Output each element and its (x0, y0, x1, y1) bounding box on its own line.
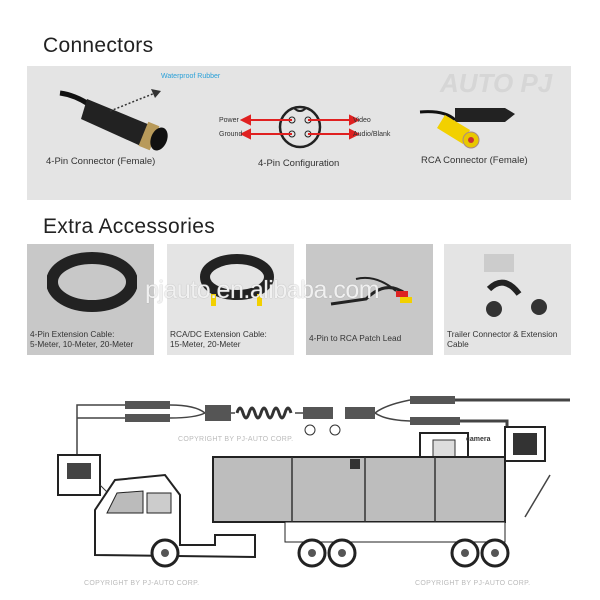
camera-label: camera (466, 436, 491, 443)
rca-connector-label: RCA Connector (Female) (421, 155, 528, 166)
trailer-connector-image (484, 254, 547, 317)
pin-audio-label: Audio/Blank (353, 131, 391, 138)
accessory-tile-4pin-extension: 4-Pin Extension Cable:5-Meter, 10-Meter,… (27, 244, 154, 355)
pin-configuration-diagram (240, 105, 360, 149)
accessory-caption: 4-Pin to RCA Patch Lead (309, 333, 402, 343)
copyright-watermark: COPYRIGHT BY PJ-AUTO CORP. (84, 580, 200, 587)
truck-wiring-diagram (57, 396, 570, 568)
pin-configuration-label: 4-Pin Configuration (258, 158, 340, 169)
accessory-caption: 4-Pin Extension Cable:5-Meter, 10-Meter,… (30, 329, 134, 349)
patch-lead-image (330, 276, 412, 306)
waterproof-rubber-label: Waterproof Rubber (161, 73, 221, 80)
site-watermark: pjauto.en.alibaba.com (145, 276, 380, 304)
copyright-watermark: COPYRIGHT BY PJ-AUTO CORP. (178, 436, 294, 443)
accessory-tile-rca-dc-extension: RCA/DC Extension Cable:15-Meter, 20-Mete… (167, 244, 294, 355)
copyright-watermark: COPYRIGHT BY PJ-AUTO CORP. (415, 580, 531, 587)
four-pin-connector-label: 4-Pin Connector (Female) (46, 156, 156, 167)
accessory-caption: RCA/DC Extension Cable:15-Meter, 20-Mete… (170, 329, 267, 349)
connectors-heading: Connectors (43, 34, 154, 57)
four-pin-connector-image (59, 89, 168, 151)
rca-connector-image (419, 108, 515, 149)
pin-ground-label: Ground (219, 131, 243, 138)
accessories-heading: Extra Accessories (43, 215, 215, 238)
pin-power-label: Power (219, 117, 239, 124)
pin-video-label: Video (353, 117, 371, 124)
logo-watermark: AUTO PJ (440, 68, 553, 98)
accessory-tile-patch-lead: 4-Pin to RCA Patch Lead (306, 244, 433, 355)
cable-coil-image (200, 254, 274, 306)
cable-coil-image (47, 252, 137, 312)
